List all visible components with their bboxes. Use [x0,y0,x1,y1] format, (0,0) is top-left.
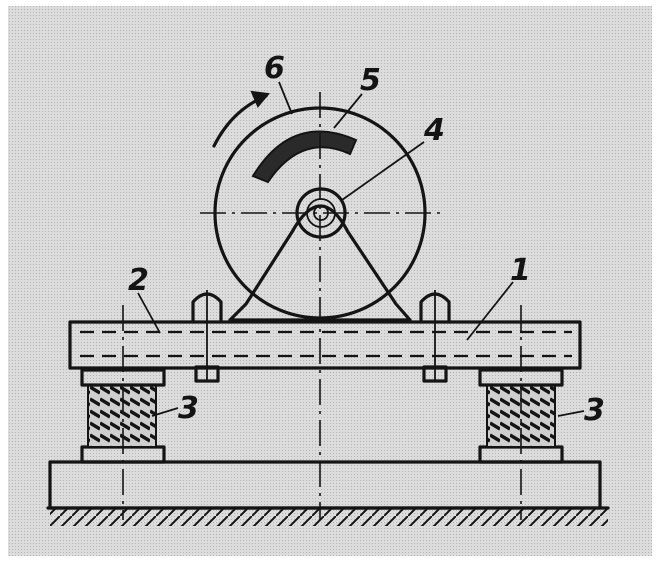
label-rotor: 6 [264,51,285,86]
bolt-top-left [191,290,223,380]
leader-3-right [557,410,585,417]
eccentric-weight [251,130,358,184]
rotation-arrow-icon [212,90,270,148]
leader-2 [137,292,161,334]
label-eccentric-weight: 5 [360,63,381,98]
label-spring-left: 3 [178,391,199,426]
leader-6 [278,81,293,115]
leader-3-left [151,407,179,417]
leader-4 [341,141,425,201]
leader-5 [333,93,363,129]
bolt-top-right [419,290,451,380]
label-spring-right: 3 [584,393,605,428]
label-shaft: 4 [423,113,445,148]
foundation [48,460,602,510]
paper-texture [8,6,652,556]
ground-hatching [50,508,608,526]
label-base-plate: 1 [510,253,531,288]
leader-1 [466,281,514,341]
frame-plate [68,320,582,370]
label-frame: 2 [128,263,149,298]
spring-left [87,384,157,448]
